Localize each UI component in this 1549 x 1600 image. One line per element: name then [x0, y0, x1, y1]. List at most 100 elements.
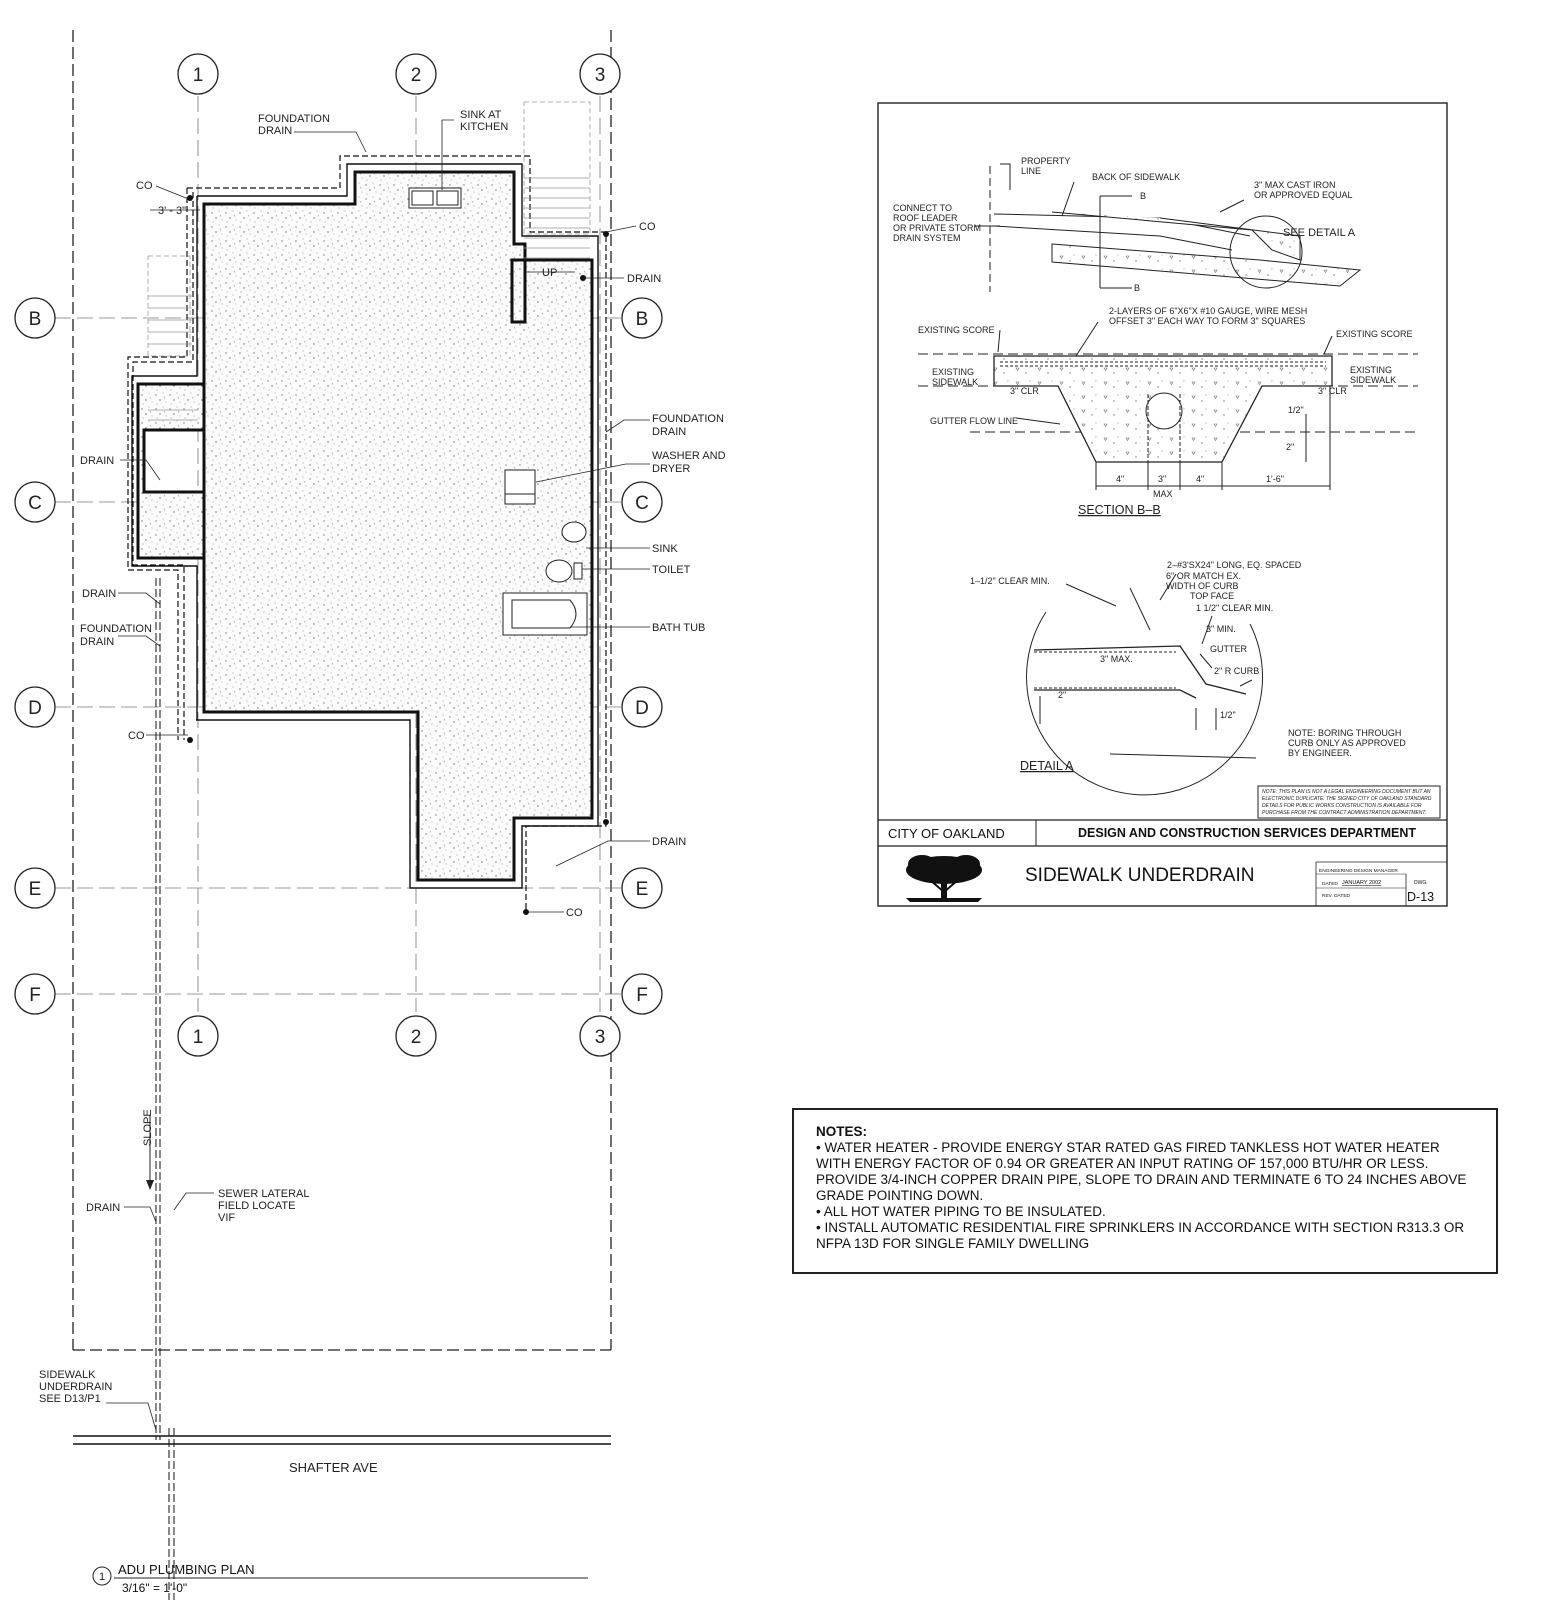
top-section-drawing [975, 163, 1362, 292]
washer-dryer-fixture [504, 469, 536, 505]
detail-a-note-2: CURB ONLY AS APPROVED [1288, 738, 1406, 748]
cast-iron-label-1: 3" MAX CAST IRON [1254, 180, 1336, 190]
top-section-labels: PROPERTY LINE BACK OF SIDEWALK 3" MAX CA… [893, 156, 1356, 293]
foundation-drain-top-label-1: FOUNDATION [258, 113, 330, 125]
bath-tub-fixture [502, 592, 588, 636]
grid-bubble-row-b-right: B [621, 297, 663, 339]
west-bump [136, 382, 206, 560]
street-name: SHAFTER AVE [289, 1460, 378, 1475]
sidewalk-underdrain-label-3: SEE D13/P1 [39, 1393, 101, 1405]
existing-score-right-label: EXISTING SCORE [1336, 329, 1413, 339]
manager-label: ENGINEERING DESIGN MANAGER [1319, 868, 1398, 874]
plan-scale: 3/16" = 1'-0" [122, 1581, 187, 1595]
detail-title-block [878, 819, 1447, 906]
disclaimer-3: DETAILS FOR PUBLIC WORKS CONSTRUCTION IS… [1262, 803, 1422, 809]
grid-bubble-row-d-right: D [621, 686, 663, 728]
sewer-lateral-line [155, 578, 175, 1600]
grid-bubble-row-c-left: C [14, 481, 56, 523]
existing-sidewalk-left-label-2: SIDEWALK [932, 377, 978, 387]
drain-lateral-label: DRAIN [86, 1202, 120, 1214]
foundation-drain-left-label-2: DRAIN [80, 636, 114, 648]
disclaimer-box: NOTE: THIS PLAN IS NOT A LEGAL ENGINEERI… [1257, 785, 1441, 819]
co-left-label: CO [128, 730, 145, 742]
note-item-sprinklers: • INSTALL AUTOMATIC RESIDENTIAL FIRE SPR… [816, 1220, 1465, 1251]
connect-label-2: ROOF LEADER [893, 213, 958, 223]
grid-bubble-col-2-bottom: 2 [395, 1015, 437, 1057]
note-item-insulation: • ALL HOT WATER PIPING TO BE INSULATED. [816, 1204, 1106, 1219]
dwg-number: D-13 [1407, 890, 1434, 904]
oakland-tree-logo [906, 855, 982, 902]
dim-2: 2" [1286, 442, 1294, 452]
existing-sidewalk-left-label-1: EXISTING [932, 367, 974, 377]
drain-left-lower-label: DRAIN [82, 588, 116, 600]
three-max-label: 3" MAX. [1100, 654, 1133, 664]
svg-text:3: 3 [595, 65, 606, 86]
disclaimer-1: NOTE: THIS PLAN IS NOT A LEGAL ENGINEERI… [1262, 789, 1431, 795]
grid-bubble-row-b-left: B [14, 297, 56, 339]
svg-text:1: 1 [193, 1027, 204, 1048]
toilet-fixture [545, 559, 583, 583]
grid-bubble-col-3-top: 3 [579, 53, 621, 95]
property-boundary [72, 30, 612, 1351]
half-label: 1/2" [1220, 710, 1236, 720]
disclaimer-2: ELECTRONIC DUPLICATE. THE SIGNED CITY OF… [1262, 796, 1432, 802]
bath-tub-label: BATH TUB [652, 622, 705, 634]
note-item-water-heater: • WATER HEATER - PROVIDE ENERGY STAR RAT… [816, 1140, 1467, 1203]
up-label: UP [542, 267, 557, 279]
department-label: DESIGN AND CONSTRUCTION SERVICES DEPARTM… [1078, 826, 1416, 840]
max-label: MAX [1153, 489, 1173, 499]
section-bb-drawing [918, 321, 1418, 490]
drain-bottom-right-label: DRAIN [652, 836, 686, 848]
detail-a-title: DETAIL A [1020, 759, 1074, 773]
r-curb-label: 2" R CURB [1214, 666, 1259, 676]
back-of-sidewalk-label: BACK OF SIDEWALK [1092, 172, 1180, 182]
sewer-lateral-label-3: VIF [218, 1212, 235, 1224]
grid-bubble-col-1-bottom: 1 [177, 1015, 219, 1057]
svg-text:C: C [635, 493, 649, 514]
svg-text:F: F [29, 985, 41, 1006]
svg-text:D: D [635, 698, 649, 719]
svg-text:2: 2 [411, 65, 422, 86]
dim-1-6: 1'-6" [1266, 474, 1284, 484]
clear-min-left-label: 1–1/2" CLEAR MIN. [970, 576, 1050, 586]
dim-4-left: 4" [1116, 474, 1124, 484]
kitchen-sink-fixture [408, 187, 462, 209]
match-label-3: TOP FACE [1190, 591, 1234, 601]
dimension-label: 3' - 3" [158, 205, 186, 217]
section-bb-title: SECTION B–B [1078, 503, 1161, 517]
washer-dryer-label-2: DRYER [652, 463, 690, 475]
grid-bubble-col-2-top: 2 [395, 53, 437, 95]
slope-arrowhead [146, 1180, 154, 1190]
foundation-drain-right-label-2: DRAIN [652, 426, 686, 438]
dim-3: 3" [1158, 474, 1166, 484]
plan-labels: FOUNDATION DRAIN SINK AT KITCHEN CO 3' -… [39, 109, 726, 1475]
detail-a-note-3: BY ENGINEER. [1288, 748, 1352, 758]
disclaimer-4: PURCHASE FROM THE CONTRACT ADMINISTRATIO… [1262, 810, 1426, 816]
cast-iron-label-2: OR APPROVED EQUAL [1254, 190, 1353, 200]
plan-title: ADU PLUMBING PLAN [118, 1562, 255, 1577]
dim-4-right: 4" [1196, 474, 1204, 484]
notes-heading: NOTES: [816, 1124, 868, 1139]
connect-label-1: CONNECT TO [893, 203, 952, 213]
dim-half: 1/2" [1288, 405, 1304, 415]
rebar-label: 2–#3'SX24" LONG, EQ. SPACED [1167, 560, 1302, 570]
plan-title-number: 1 [99, 1571, 105, 1583]
grid-bubble-col-1-top: 1 [177, 53, 219, 95]
grid-bubble-row-c-right: C [621, 481, 663, 523]
existing-sidewalk-right-label-1: EXISTING [1350, 365, 1392, 375]
sink-kitchen-label-1: SINK AT [460, 109, 502, 121]
sink-kitchen-label-2: KITCHEN [460, 121, 508, 133]
grid-bubble-row-f-left: F [14, 973, 56, 1015]
entry-stairs [523, 101, 591, 259]
match-label-1: 6" OR MATCH EX. [1166, 571, 1241, 581]
detail-a-note-1: NOTE: BORING THROUGH [1288, 728, 1401, 738]
grid-bubble-row-e-right: E [621, 867, 663, 909]
svg-text:C: C [28, 493, 42, 514]
drain-right-top-label: DRAIN [627, 273, 661, 285]
gutter-label: GUTTER [1210, 644, 1247, 654]
sidewalk-underdrain-label-1: SIDEWALK [39, 1369, 96, 1381]
co-top-left-label: CO [136, 180, 153, 192]
detail-a-drawing [1026, 573, 1264, 796]
grid-bubble-row-f-right: F [621, 973, 663, 1015]
